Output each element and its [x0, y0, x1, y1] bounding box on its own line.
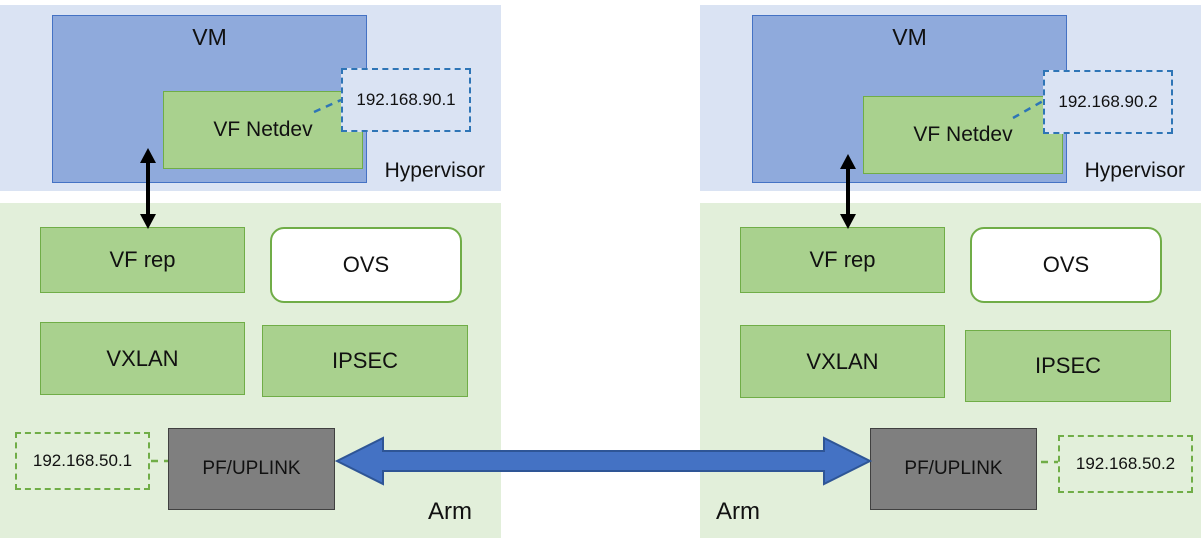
host-right: VM VF Netdev Hypervisor 192.168.90.2 VF … — [700, 0, 1201, 544]
ipsec-box: IPSEC — [262, 325, 468, 397]
vm-label: VM — [892, 24, 927, 50]
vm-ip-box: 192.168.90.2 — [1043, 70, 1173, 134]
ovs-box: OVS — [970, 227, 1162, 303]
ipsec-box: IPSEC — [965, 330, 1171, 402]
vxlan-box: VXLAN — [740, 325, 945, 398]
vm-box: VM VF Netdev — [52, 15, 367, 183]
vxlan-box: VXLAN — [40, 322, 245, 395]
arm-label: Arm — [428, 498, 472, 525]
host-left: VM VF Netdev Hypervisor 192.168.90.1 VF … — [0, 0, 501, 544]
uplink-ip-box: 192.168.50.1 — [15, 432, 150, 490]
vm-box: VM VF Netdev — [752, 15, 1067, 183]
pf-uplink-box: PF/UPLINK — [168, 428, 335, 510]
vf-rep-box: VF rep — [740, 227, 945, 293]
vm-ip-box: 192.168.90.1 — [341, 68, 471, 132]
hypervisor-label: Hypervisor — [1084, 159, 1185, 182]
pf-uplink-box: PF/UPLINK — [870, 428, 1037, 510]
vf-rep-box: VF rep — [40, 227, 245, 293]
ovs-box: OVS — [270, 227, 462, 303]
vf-netdev-box: VF Netdev — [163, 91, 363, 169]
hypervisor-region: VM VF Netdev Hypervisor — [700, 5, 1201, 191]
hypervisor-label: Hypervisor — [384, 159, 485, 182]
uplink-ip-box: 192.168.50.2 — [1058, 435, 1193, 493]
arm-label: Arm — [716, 498, 760, 525]
vf-netdev-box: VF Netdev — [863, 96, 1063, 174]
vm-label: VM — [192, 24, 227, 50]
